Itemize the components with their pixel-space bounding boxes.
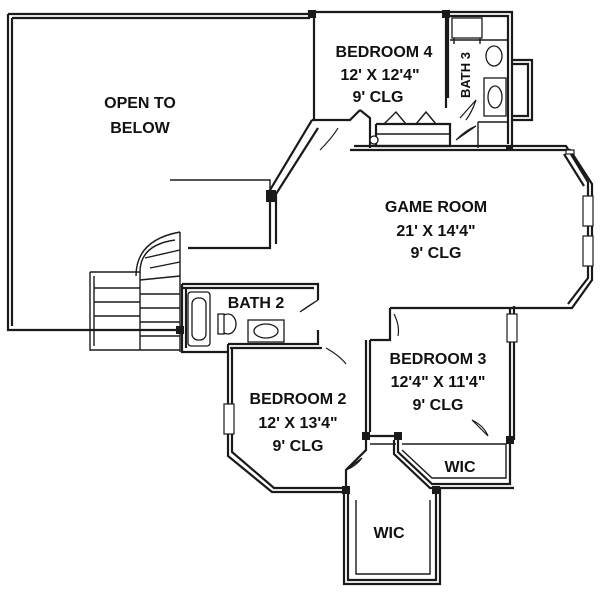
bedroom3-name: BEDROOM 3 [390, 351, 487, 368]
bedroom2-walls [223, 344, 368, 494]
exterior-walls [6, 10, 534, 332]
room-game-room: GAME ROOM 21' X 14'4" 9' CLG [385, 199, 487, 262]
bath2-name: BATH 2 [228, 295, 285, 312]
bedroom4-ceiling: 9' CLG [353, 89, 404, 106]
bath2-walls [180, 282, 322, 354]
game-room-ceiling: 9' CLG [411, 245, 462, 262]
wic-bottom-name: WIC [373, 525, 405, 542]
bath3-fixtures [450, 17, 508, 148]
stairs [89, 179, 276, 352]
game-room-size: 21' X 14'4" [396, 223, 475, 240]
room-bedroom2: BEDROOM 2 12' X 13'4" 9' CLG [250, 391, 347, 455]
bedroom4-name: BEDROOM 4 [336, 44, 433, 61]
room-bath2: BATH 2 [228, 295, 285, 312]
room-open-to-below: OPEN TO BELOW [104, 95, 176, 137]
wall-accents [176, 10, 514, 494]
open-to-below-line2: BELOW [110, 120, 170, 137]
wic-bottom-walls [342, 443, 442, 586]
bath3-name: BATH 3 [458, 52, 473, 98]
bedroom3-ceiling: 9' CLG [413, 397, 464, 414]
bedroom2-size: 12' X 13'4" [258, 415, 337, 432]
room-wic-bottom: WIC [373, 525, 405, 542]
bedroom4-size: 12' X 12'4" [340, 67, 419, 84]
room-bath3: BATH 3 [458, 52, 473, 98]
room-wic-right: WIC [444, 459, 476, 476]
game-room-name: GAME ROOM [385, 199, 487, 216]
bedroom4-walls [319, 99, 477, 151]
bedroom2-name: BEDROOM 2 [250, 391, 347, 408]
game-room-walls [188, 119, 594, 310]
wic-right-name: WIC [444, 459, 476, 476]
room-bedroom3: BEDROOM 3 12'4" X 11'4" 9' CLG [390, 351, 487, 414]
bedroom3-size: 12'4" X 11'4" [391, 374, 486, 391]
room-bedroom4: BEDROOM 4 12' X 12'4" 9' CLG [336, 44, 433, 106]
bedroom3-walls [364, 306, 518, 440]
bedroom2-ceiling: 9' CLG [273, 438, 324, 455]
open-to-below-line1: OPEN TO [104, 95, 176, 112]
wic-right-walls [392, 436, 514, 490]
